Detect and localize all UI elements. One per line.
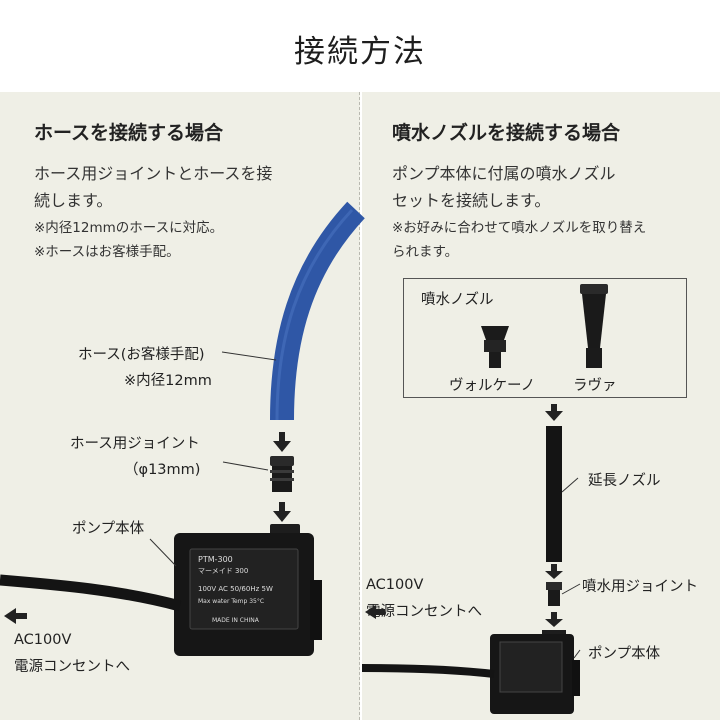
arrow-left-icon <box>365 605 385 619</box>
pump-leader <box>149 538 177 567</box>
hose-sub: ※内径12mm <box>124 373 212 389</box>
lava-nozzle <box>580 284 608 368</box>
right-heading: 噴水ノズルを接続する場合 <box>392 122 621 144</box>
fountain-joint-label: 噴水用ジョイント <box>582 579 698 595</box>
power-cord <box>0 574 182 612</box>
divider <box>359 92 364 720</box>
arrow-down-icon <box>545 404 563 421</box>
right-panel <box>362 92 720 720</box>
arrow-down-icon <box>273 502 291 522</box>
extension-nozzle <box>546 426 562 562</box>
right-desc-2: セットを接続します。 <box>392 191 551 210</box>
hose-leader <box>221 351 277 361</box>
left-heading: ホースを接続する場合 <box>34 122 224 144</box>
nozzle-box <box>403 278 687 398</box>
joint-sub: （φ13mm) <box>124 462 201 478</box>
joint-label: ホース用ジョイント <box>70 436 200 452</box>
nozzle-lava-label: ラヴァ <box>573 378 617 394</box>
pump-made: MADE IN CHINA <box>212 617 259 624</box>
power-line-2: 電源コンセントへ <box>14 659 130 675</box>
pump-body <box>174 524 322 656</box>
arrow-down-icon <box>545 564 563 579</box>
fountain-joint <box>546 582 562 606</box>
joint-leader <box>222 461 269 471</box>
right-pump-label: ポンプ本体 <box>588 646 661 662</box>
arrow-left-icon <box>4 608 27 624</box>
nozzle-box-title: 噴水ノズル <box>421 292 494 308</box>
hose-tube <box>270 201 365 421</box>
left-note-1: ※内径12mmのホースに対応。 <box>34 220 224 236</box>
header: 接続方法 <box>0 0 720 92</box>
right-power-line-1: AC100V <box>366 577 424 593</box>
hose-joint <box>270 456 294 492</box>
right-note-1: ※お好みに合わせて噴水ノズルを取り替え <box>392 220 647 236</box>
left-note-2: ※ホースはお客様手配。 <box>34 244 180 260</box>
right-power-line-2: 電源コンセントへ <box>366 604 482 620</box>
power-cord-right <box>361 664 495 678</box>
right-desc-1: ポンプ本体に付属の噴水ノズル <box>392 164 616 183</box>
arrow-down-icon <box>545 612 563 627</box>
pump-label: ポンプ本体 <box>72 521 145 537</box>
volcano-nozzle <box>481 326 509 368</box>
power-line-1: AC100V <box>14 632 72 648</box>
pump-name: マーメイド 300 <box>198 567 249 575</box>
extension-label: 延長ノズル <box>588 473 661 489</box>
left-desc-1: ホース用ジョイントとホースを接 <box>34 164 273 183</box>
pump-temp: Max water Temp 35°C <box>198 598 265 605</box>
pump-body-small <box>490 630 580 714</box>
right-note-2: られます。 <box>392 244 459 260</box>
hose-label: ホース(お客様手配) <box>78 347 205 363</box>
pump-model: PTM-300 <box>198 555 233 564</box>
left-desc-2: 続します。 <box>34 191 113 210</box>
nozzle-volcano-label: ヴォルケーノ <box>449 378 536 394</box>
pump-spec: 100V AC 50/60Hz 5W <box>198 585 273 593</box>
arrow-down-icon <box>273 432 291 452</box>
page-title: 接続方法 <box>294 34 426 70</box>
